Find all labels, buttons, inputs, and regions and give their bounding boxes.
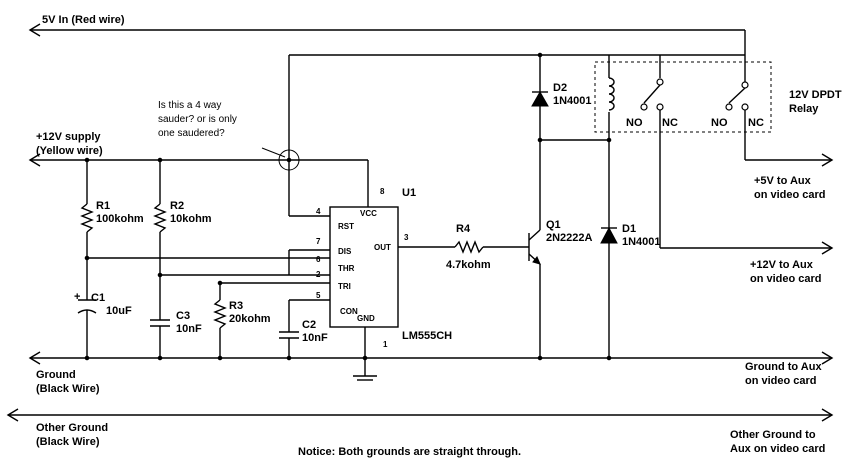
out-12v-line2: on video card [750,273,822,285]
r2-ref: R2 [170,200,184,212]
pin-num-1: 1 [383,340,388,349]
r4-value: 4.7kohm [446,259,491,271]
r2-value: 10kohm [170,213,212,225]
notice-text: Notice: Both grounds are straight throug… [298,446,521,458]
resistor-r3 [213,283,227,358]
d2-value: 1N4001 [553,95,592,107]
c2-ref: C2 [302,319,316,331]
out-12v-line1: +12V to Aux [750,259,814,271]
rail-5v-in [28,23,746,82]
other-ground-label-line2: (Black Wire) [36,436,100,448]
resistor-r2 [153,160,167,320]
r1-ref: R1 [96,200,110,212]
other-ground-label-line1: Other Ground [36,422,108,434]
u1-ref: U1 [402,187,416,199]
note-line1: Is this a 4 way [158,100,221,111]
rail-other-ground [6,408,834,422]
diode-d1 [600,226,618,358]
c1-plus: + [74,291,80,303]
note-line3: one saudered? [158,128,225,139]
pin-num-6: 6 [316,255,321,264]
c2-value: 10nF [302,332,328,344]
relay-no2: NO [711,117,728,129]
pin-label-con: CON [340,307,358,316]
relay-nc1: NC [662,117,678,129]
capacitor-c2 [279,300,299,358]
out-5v-line1: +5V to Aux [754,175,812,187]
pin-num-2: 2 [316,270,321,279]
q1-ref: Q1 [546,219,561,231]
pin-num-4: 4 [316,207,321,216]
capacitor-c1 [77,299,97,358]
note-line2: sauder? or is only [158,114,237,125]
supply-label-line1: +12V supply [36,131,101,143]
pin-num-5: 5 [316,291,321,300]
diode-d2 [531,52,549,143]
d1-ref: D1 [622,223,636,235]
c1-value: 10uF [106,305,132,317]
c3-value: 10nF [176,323,202,335]
rail-ground [28,351,834,365]
rail-12v-supply [28,149,369,207]
output-12v [660,241,834,255]
pin-label-tri: TRI [338,282,351,291]
note-pointer [261,147,286,158]
d2-ref: D2 [553,82,567,94]
ground-label-line2: (Black Wire) [36,383,100,395]
transistor-q1 [528,140,541,358]
relay-label-line2: Relay [789,103,819,115]
c3-ref: C3 [176,310,190,322]
relay-label-line1: 12V DPDT [789,89,842,101]
r4-ref: R4 [456,223,471,235]
capacitor-c3 [150,319,170,358]
resistor-r1 [80,160,94,300]
other-ground-out-label-line2: Aux on video card [730,443,825,455]
pin-num-7: 7 [316,237,321,246]
ground-label-line1: Ground [36,369,76,381]
r1-value: 100kohm [96,213,144,225]
q1-value: 2N2222A [546,232,593,244]
pin-label-gnd: GND [357,314,375,323]
output-5v [745,153,834,167]
relay-no1: NO [626,117,643,129]
rail-5v-label: 5V In (Red wire) [42,14,125,26]
resistor-r4 [454,240,529,254]
other-ground-out-label-line1: Other Ground to [730,429,816,441]
ground-out-label-line1: Ground to Aux [745,361,822,373]
pin-label-rst: RST [338,222,354,231]
pin-label-dis: DIS [338,247,352,256]
pin-num-3: 3 [404,233,409,242]
out-5v-line2: on video card [754,189,826,201]
ground-out-label-line2: on video card [745,375,817,387]
supply-label-line2: (Yellow wire) [36,145,103,157]
ic-u1-lm555 [329,206,399,381]
c1-ref: C1 [91,292,105,304]
relay-k1 [594,55,772,248]
pin-label-thr: THR [338,264,355,273]
pin-label-vcc: VCC [360,209,377,218]
r3-value: 20kohm [229,313,271,325]
u1-value: LM555CH [402,330,452,342]
d1-value: 1N4001 [622,236,661,248]
pin-label-out: OUT [374,243,391,252]
relay-nc2: NC [748,117,764,129]
pin-num-8: 8 [380,187,385,196]
r3-ref: R3 [229,300,243,312]
